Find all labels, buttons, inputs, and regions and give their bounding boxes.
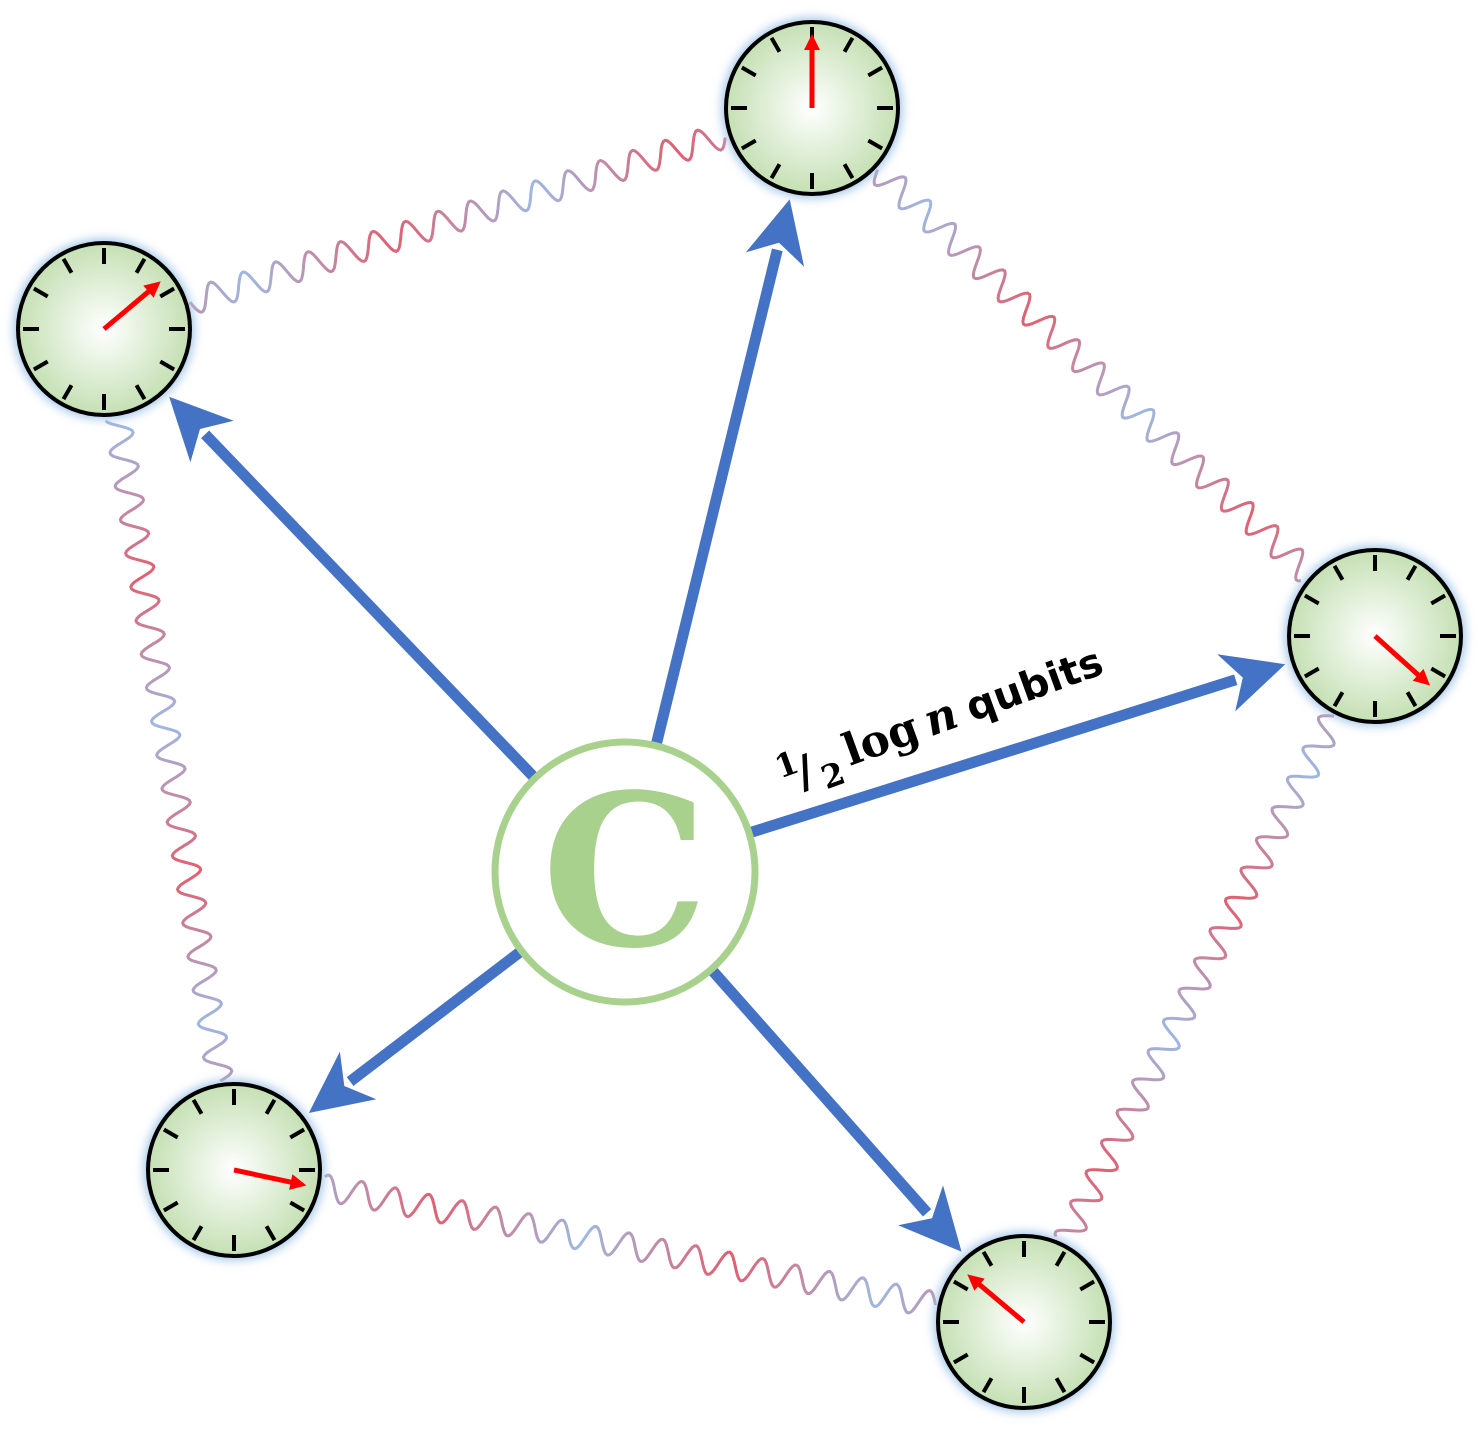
center-node: C	[491, 738, 759, 1006]
clock-icon	[144, 1080, 324, 1260]
wavy-link-icon	[188, 128, 727, 314]
clock-hand-icon	[233, 1167, 307, 1190]
arrow-icon	[169, 396, 538, 781]
arrow-icon	[651, 199, 805, 746]
label-unit: qubits	[960, 639, 1110, 731]
label-denominator: 2	[816, 754, 850, 797]
center-circle	[491, 738, 759, 1006]
edge-label: 1 / 2 log n qubits	[770, 639, 1110, 799]
clock-hand-icon	[967, 1274, 1026, 1324]
wavy-links	[104, 128, 1336, 1315]
clock-hand-icon	[1373, 634, 1430, 686]
clocks	[14, 18, 1465, 1412]
arrows	[169, 199, 1286, 1252]
wavy-link-icon	[1053, 714, 1336, 1238]
label-variable: n	[917, 688, 965, 747]
clock-icon	[934, 1232, 1114, 1412]
arrow-icon	[708, 967, 962, 1252]
clock-hand-icon	[804, 34, 820, 108]
wavy-link-icon	[323, 1173, 938, 1315]
clock-hand-icon	[102, 281, 161, 331]
clock-icon	[1285, 546, 1465, 726]
wavy-link-icon	[872, 169, 1305, 583]
wavy-link-icon	[104, 419, 234, 1083]
arrow-icon	[749, 654, 1286, 838]
center-letter: C	[541, 748, 708, 995]
clock-icon	[14, 239, 194, 419]
arrow-icon	[308, 947, 524, 1113]
clock-icon	[722, 18, 902, 198]
label-log: log	[836, 702, 926, 776]
